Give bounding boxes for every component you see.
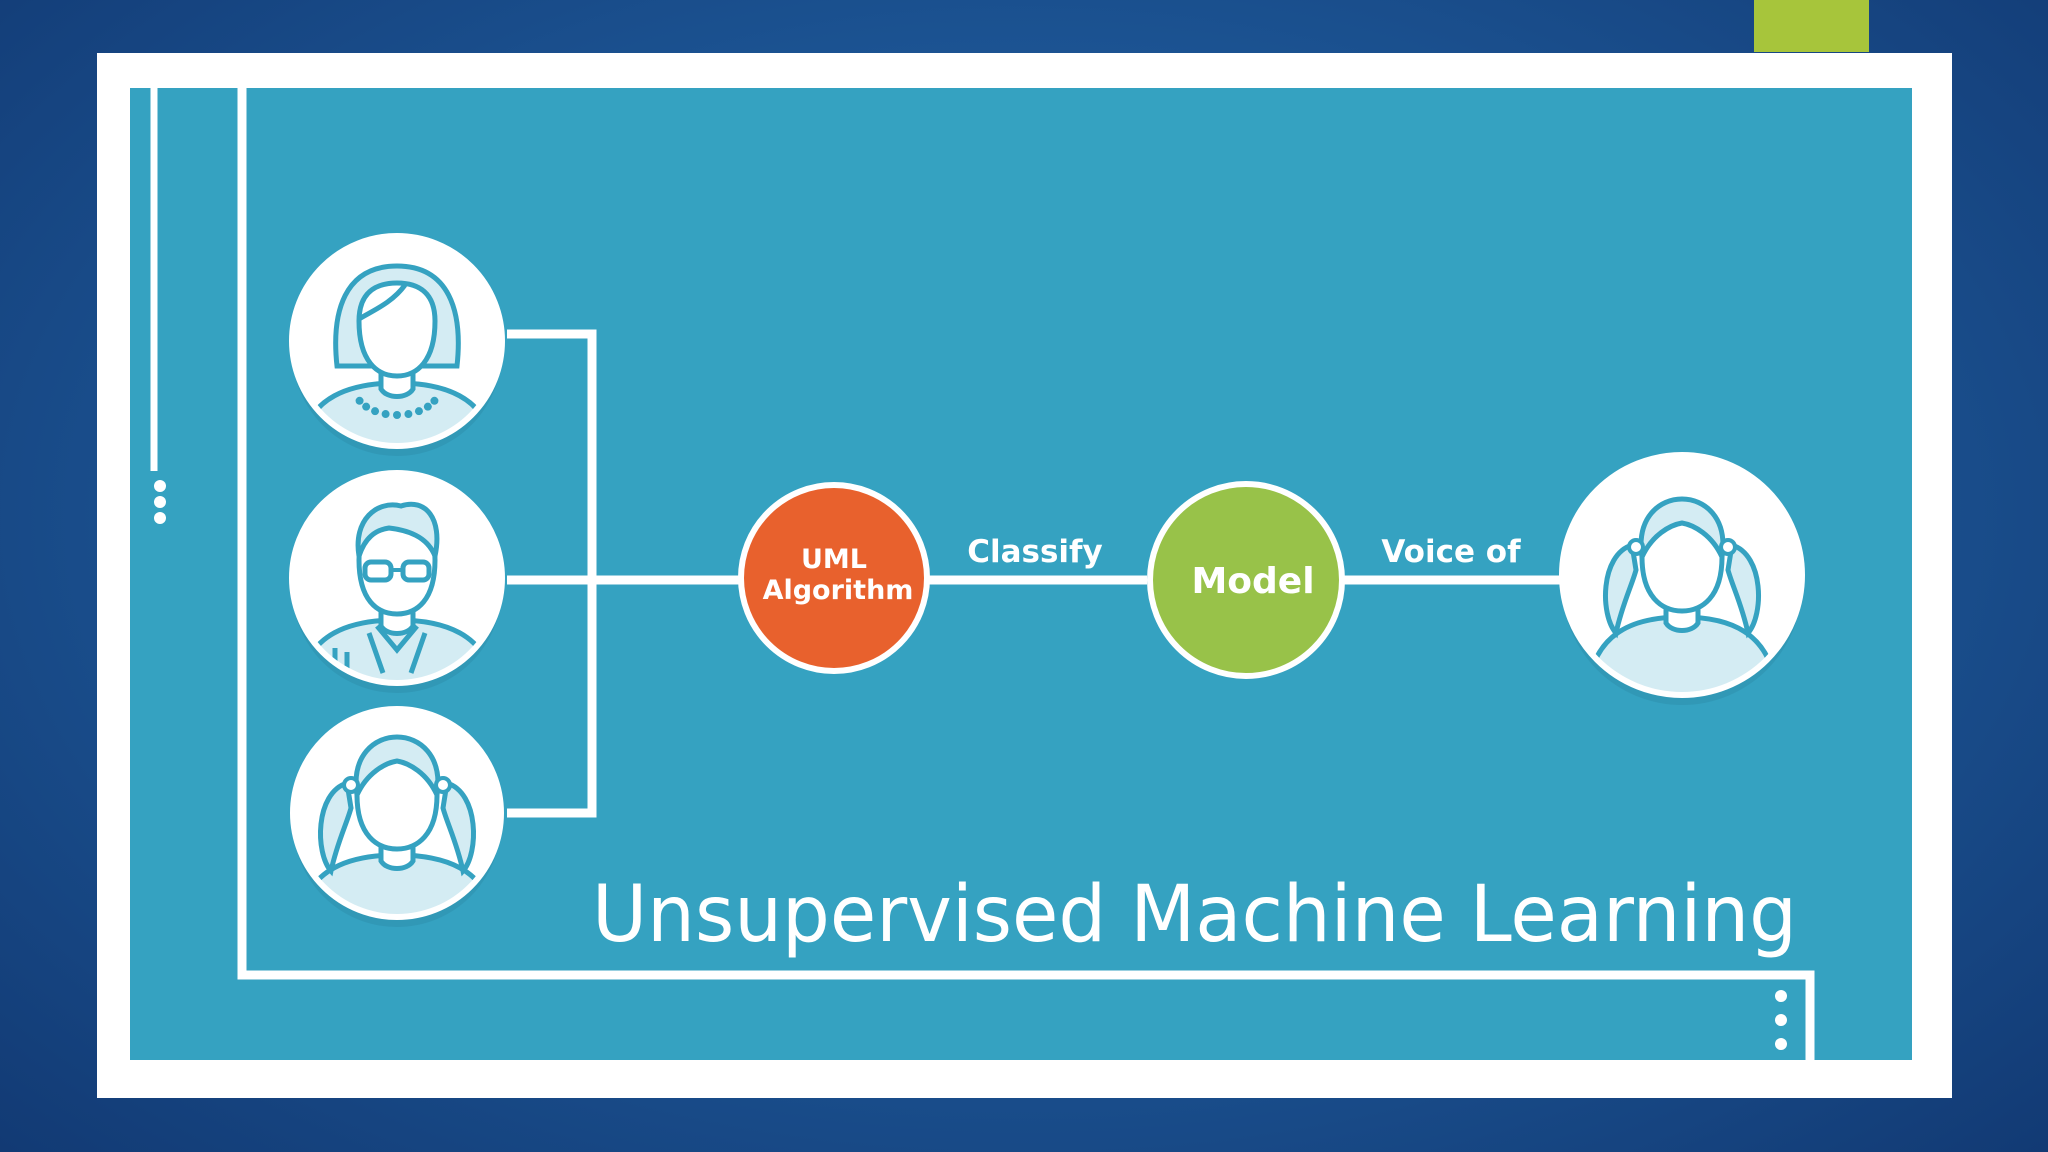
- girl-with-pigtails-avatar-icon: [290, 706, 504, 927]
- classify-edge-label: Classify: [967, 534, 1103, 570]
- model-label: Model: [1191, 561, 1314, 602]
- accent-tab: [1754, 0, 1869, 52]
- voice-of-edge-label: Voice of: [1381, 534, 1521, 570]
- diagram-canvas: UML Algorithm Model Classify Voice of Un…: [130, 88, 1912, 1060]
- woman-avatar-icon: [289, 233, 505, 456]
- algorithm-label-line2: Algorithm: [763, 575, 914, 606]
- model-node: Model: [1147, 481, 1345, 679]
- decorative-frame-lines: [150, 88, 1815, 1060]
- man-with-glasses-avatar-icon: [289, 470, 505, 693]
- output-girl-avatar-icon: [1559, 452, 1805, 705]
- connector-lines: [507, 329, 1562, 818]
- diagram-title: Unsupervised Machine Learning: [592, 870, 1797, 960]
- uml-algorithm-node: UML Algorithm: [738, 482, 930, 674]
- slide-frame: UML Algorithm Model Classify Voice of Un…: [97, 53, 1952, 1098]
- algorithm-label-line1: UML: [801, 544, 867, 575]
